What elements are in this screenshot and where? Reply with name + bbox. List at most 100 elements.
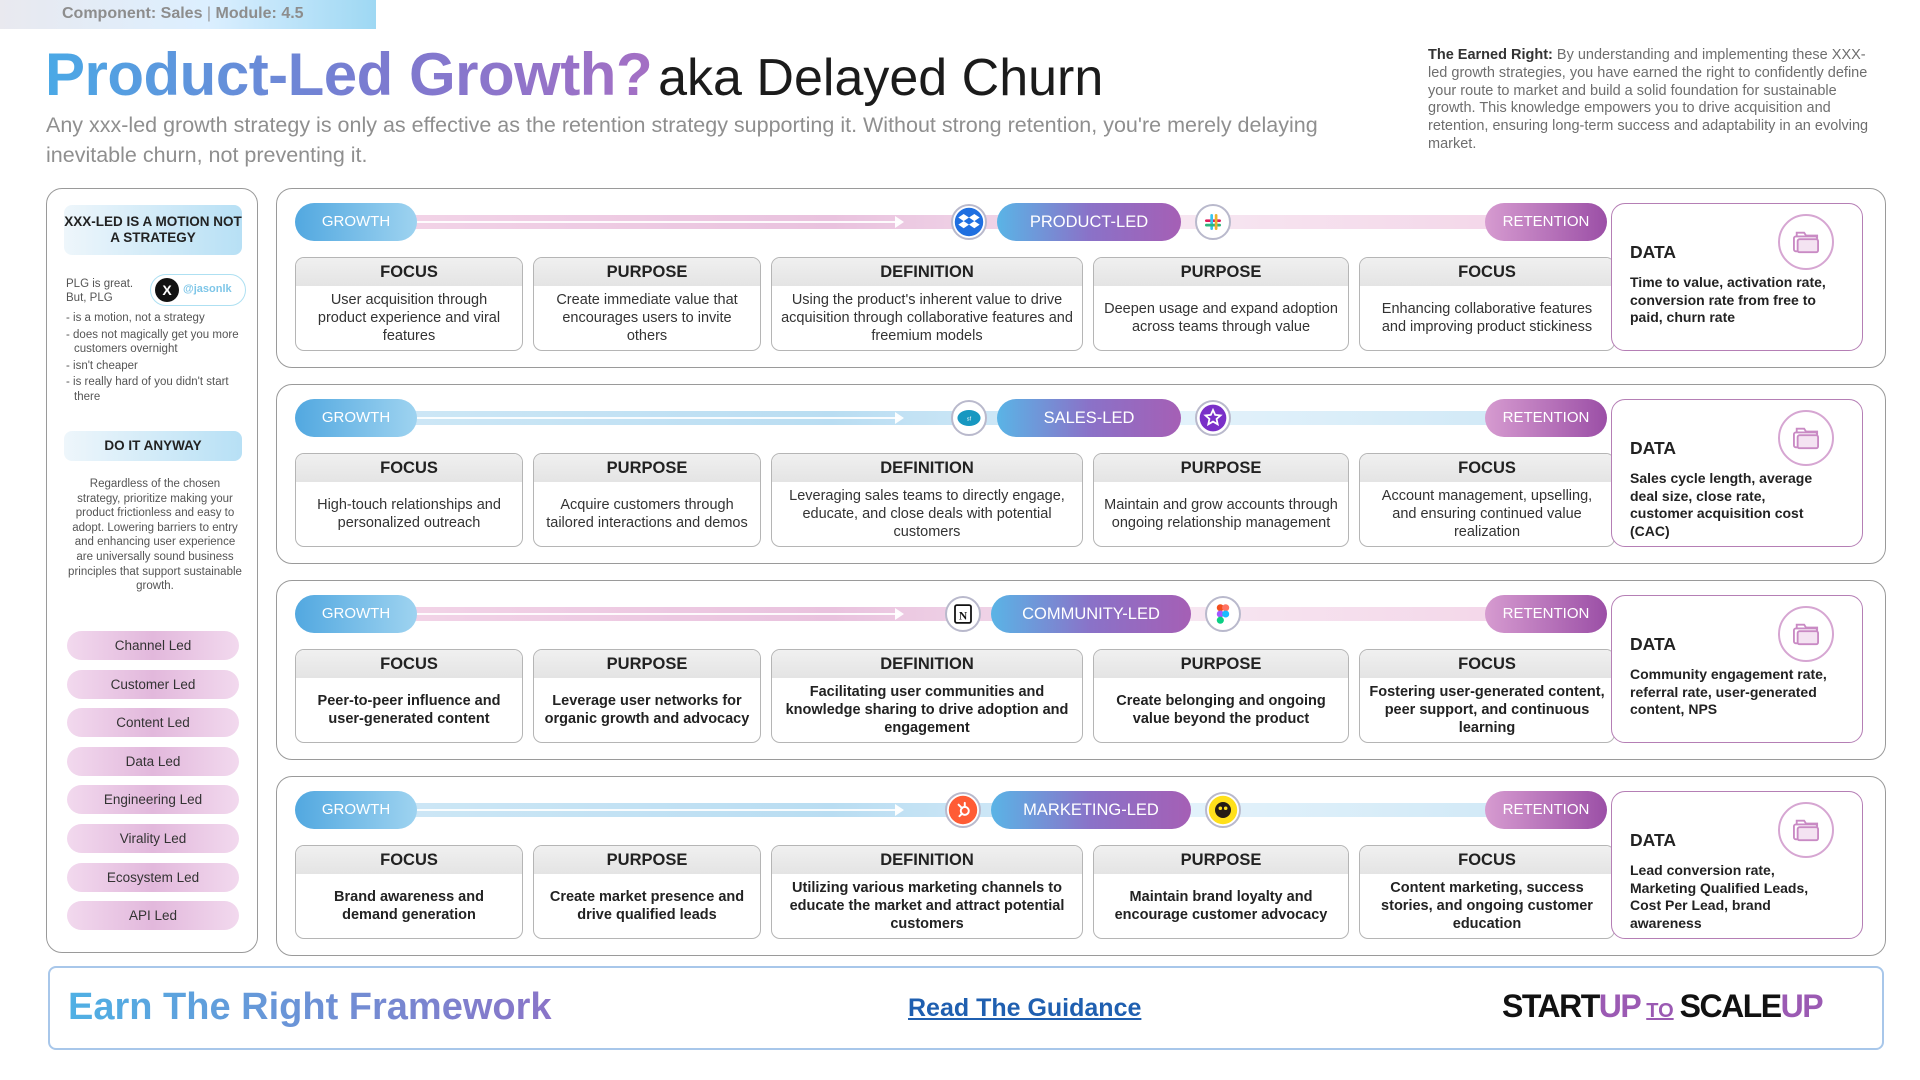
left-panel: XXX-LED IS A MOTION NOT A STRATEGY PLG i…	[46, 188, 258, 953]
led-item-data-led[interactable]: Data Led	[67, 746, 239, 776]
data-title: DATA	[1630, 242, 1677, 262]
card-focus: FOCUS Fostering user-generated content, …	[1359, 649, 1615, 743]
card-body: Create market presence and drive qualifi…	[549, 889, 745, 923]
card-heading: FOCUS	[1360, 454, 1614, 482]
flow-band: GROWTH MARKETING-LED RETENTION	[295, 791, 1607, 829]
folder-icon	[1778, 214, 1834, 270]
retention-pill: RETENTION	[1485, 791, 1607, 829]
flow-arrowhead-icon	[895, 804, 904, 816]
title-aka: aka Delayed Churn	[658, 49, 1104, 107]
mailchimp-icon	[1205, 792, 1241, 828]
card-definition: DEFINITION Leveraging sales teams to dir…	[771, 453, 1083, 547]
card-purpose: PURPOSE Maintain and grow accounts throu…	[1093, 453, 1349, 547]
component-tag: Component: Sales | Module: 4.5	[0, 0, 376, 29]
folder-icon	[1778, 410, 1834, 466]
x-logo-icon: X	[155, 278, 179, 302]
plg-bullet: - isn't cheaper	[66, 359, 138, 372]
card-focus: FOCUS Account management, upselling, and…	[1359, 453, 1615, 547]
card-heading: PURPOSE	[1094, 454, 1348, 482]
data-title: DATA	[1630, 438, 1677, 458]
data-title: DATA	[1630, 634, 1677, 654]
card-purpose: PURPOSE Create belonging and ongoing val…	[1093, 649, 1349, 743]
growth-pill: GROWTH	[295, 203, 417, 241]
led-item-api-led[interactable]: API Led	[67, 901, 239, 931]
card-heading: FOCUS	[1360, 650, 1614, 678]
card-heading: FOCUS	[296, 258, 522, 286]
x-handle: @jasonlk	[183, 283, 232, 295]
flow-band: GROWTH sf SALES-LED RETENTION	[295, 399, 1607, 437]
card-heading: PURPOSE	[1094, 846, 1348, 874]
led-item-content-led[interactable]: Content Led	[67, 708, 239, 738]
card-body: Facilitating user communities and knowle…	[785, 684, 1069, 736]
card-body: Peer-to-peer influence and user-generate…	[317, 693, 501, 727]
card-heading: FOCUS	[296, 454, 522, 482]
card-heading: PURPOSE	[534, 454, 760, 482]
flow-arrowhead-icon	[895, 216, 904, 228]
card-focus: FOCUS Peer-to-peer influence and user-ge…	[295, 649, 523, 743]
do-it-anyway-heading: DO IT ANYWAY	[64, 431, 242, 461]
card-body: Maintain brand loyalty and encourage cus…	[1114, 889, 1328, 923]
strategy-row-product-led: GROWTH PRODUCT-LED RETENTION FOCUS User …	[276, 188, 1886, 368]
plg-bullet: - is a motion, not a strategy	[66, 312, 205, 324]
motion-heading: XXX-LED IS A MOTION NOT A STRATEGY	[64, 205, 242, 255]
card-focus: FOCUS Brand awareness and demand generat…	[295, 845, 523, 939]
card-heading: PURPOSE	[1094, 650, 1348, 678]
card-heading: FOCUS	[296, 846, 522, 874]
plg-intro: PLG is great. But, PLG	[66, 278, 134, 304]
growth-pill: GROWTH	[295, 791, 417, 829]
card-focus: FOCUS High-touch relationships and perso…	[295, 453, 523, 547]
led-item-channel-led[interactable]: Channel Led	[67, 631, 239, 660]
card-heading: FOCUS	[1360, 846, 1614, 874]
strategy-title: PRODUCT-LED	[997, 203, 1181, 241]
card-body: Fostering user-generated content, peer s…	[1369, 684, 1605, 736]
card-heading: FOCUS	[1360, 258, 1614, 286]
x-profile-badge[interactable]: X @jasonlk	[150, 274, 246, 306]
card-heading: DEFINITION	[772, 846, 1082, 874]
plg-bullet: - does not magically get you more custom…	[66, 328, 239, 355]
figma-icon	[1205, 596, 1241, 632]
plg-bullets: - is a motion, not a strategy - does not …	[66, 311, 252, 406]
card-focus: FOCUS Enhancing collaborative features a…	[1359, 257, 1615, 351]
card-heading: PURPOSE	[534, 650, 760, 678]
card-definition: DEFINITION Utilizing various marketing c…	[771, 845, 1083, 939]
flow-track	[355, 215, 1545, 229]
read-guidance-link[interactable]: Read The Guidance	[908, 994, 1142, 1022]
data-metrics-box: DATA Lead conversion rate, Marketing Qua…	[1611, 791, 1863, 939]
earned-right-note: The Earned Right: By understanding and i…	[1428, 47, 1869, 152]
strategy-row-community-led: GROWTH N COMMUNITY-LED RETENTION FOCUS P…	[276, 580, 1886, 760]
card-heading: PURPOSE	[534, 258, 760, 286]
card-body: Deepen usage and expand adoption across …	[1104, 301, 1338, 335]
data-metrics: Time to value, activation rate, conversi…	[1630, 274, 1826, 325]
card-purpose: PURPOSE Acquire customers through tailor…	[533, 453, 761, 547]
card-body: Create belonging and ongoing value beyon…	[1116, 693, 1326, 727]
card-heading: DEFINITION	[772, 650, 1082, 678]
data-metrics-box: DATA Sales cycle length, average deal si…	[1611, 399, 1863, 547]
led-item-engineering-led[interactable]: Engineering Led	[67, 785, 239, 815]
slack-icon	[1195, 204, 1231, 240]
card-purpose: PURPOSE Leverage user networks for organ…	[533, 649, 761, 743]
folder-icon	[1778, 606, 1834, 662]
strategy-row-marketing-led: GROWTH MARKETING-LED RETENTION FOCUS Bra…	[276, 776, 1886, 956]
regardless-text: Regardless of the chosen strategy, prior…	[68, 478, 242, 593]
retention-pill: RETENTION	[1485, 595, 1607, 633]
notion-icon: N	[945, 596, 981, 632]
card-body: Create immediate value that encourages u…	[556, 292, 738, 344]
flow-arrow-line	[415, 809, 900, 811]
led-item-virality-led[interactable]: Virality Led	[67, 823, 239, 853]
strategy-title: COMMUNITY-LED	[991, 595, 1191, 633]
hubspot-icon	[945, 792, 981, 828]
led-item-customer-led[interactable]: Customer Led	[67, 669, 239, 699]
card-purpose: PURPOSE Deepen usage and expand adoption…	[1093, 257, 1349, 351]
card-purpose: PURPOSE Create market presence and drive…	[533, 845, 761, 939]
page-title: Product-Led Growth?aka Delayed Churn	[45, 40, 1103, 109]
card-body: High-touch relationships and personalize…	[317, 497, 501, 531]
flow-band: GROWTH PRODUCT-LED RETENTION	[295, 203, 1607, 241]
card-body: Acquire customers through tailored inter…	[546, 497, 748, 531]
folder-icon	[1778, 802, 1834, 858]
flow-arrow-line	[415, 613, 900, 615]
led-item-ecosystem-led[interactable]: Ecosystem Led	[67, 862, 239, 892]
card-purpose: PURPOSE Create immediate value that enco…	[533, 257, 761, 351]
strategy-row-sales-led: GROWTH sf SALES-LED RETENTION FOCUS High…	[276, 384, 1886, 564]
